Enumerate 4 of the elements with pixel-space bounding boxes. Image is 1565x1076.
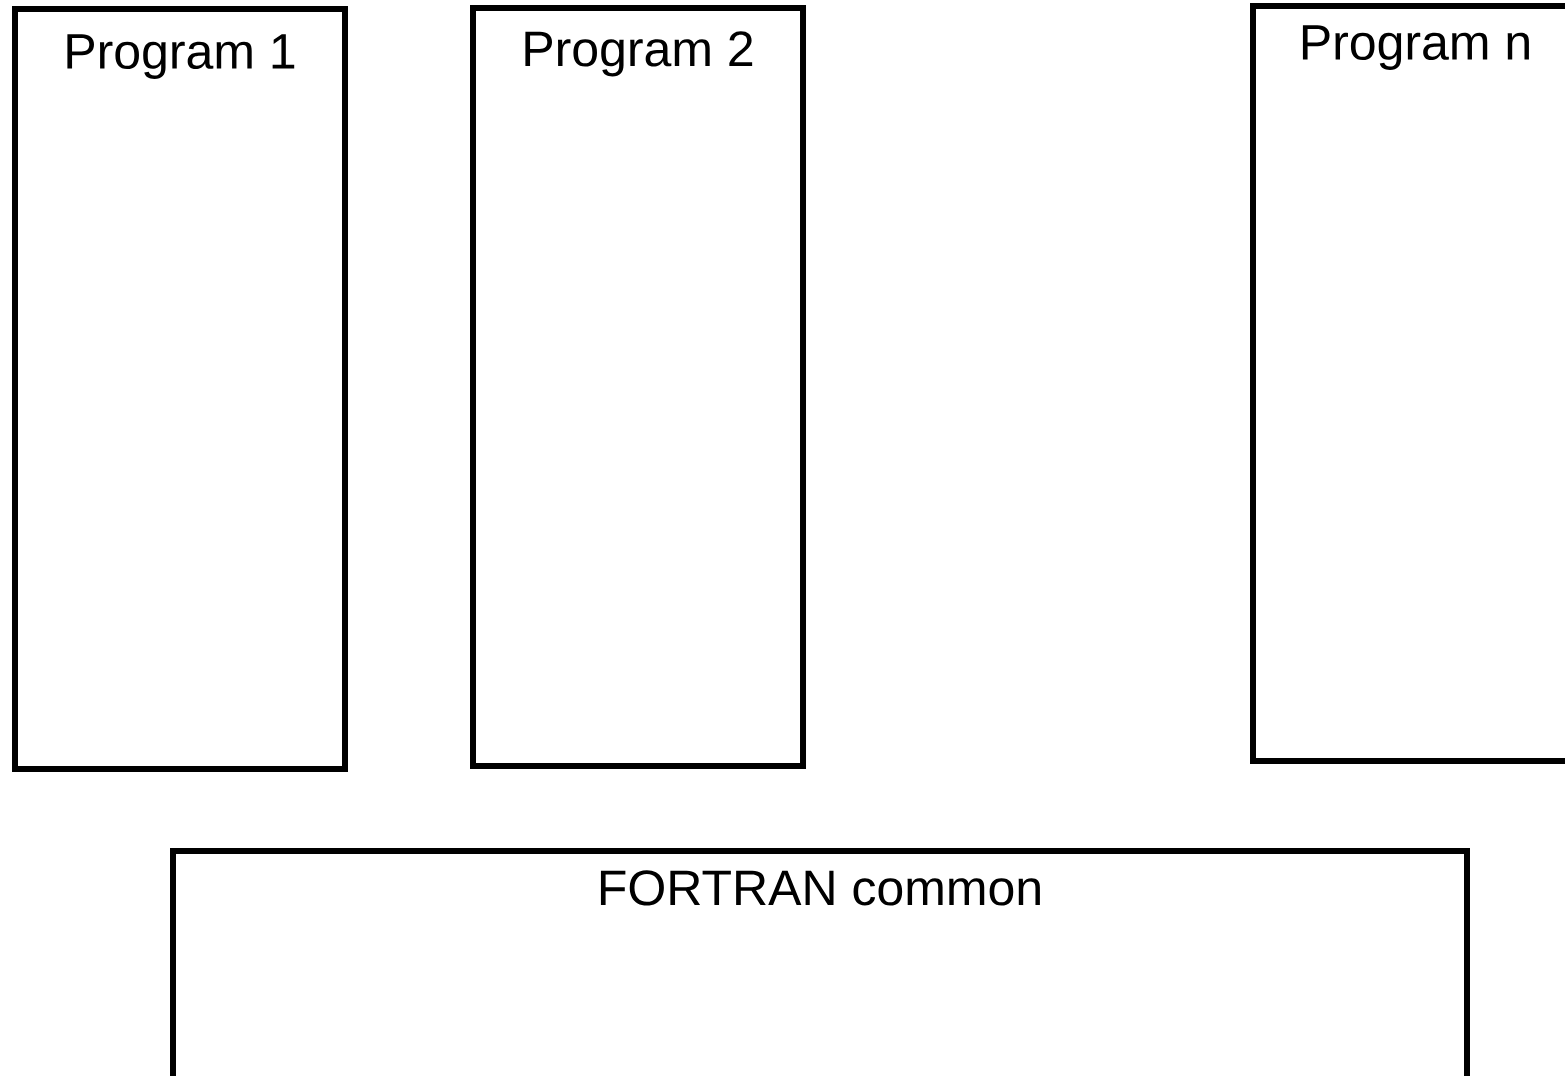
program-box: Program 2 bbox=[470, 5, 806, 769]
program-box: FORTRAN common bbox=[170, 848, 1470, 1076]
program-box: Program n bbox=[1250, 3, 1565, 764]
program-box: Program 1 bbox=[12, 6, 348, 772]
